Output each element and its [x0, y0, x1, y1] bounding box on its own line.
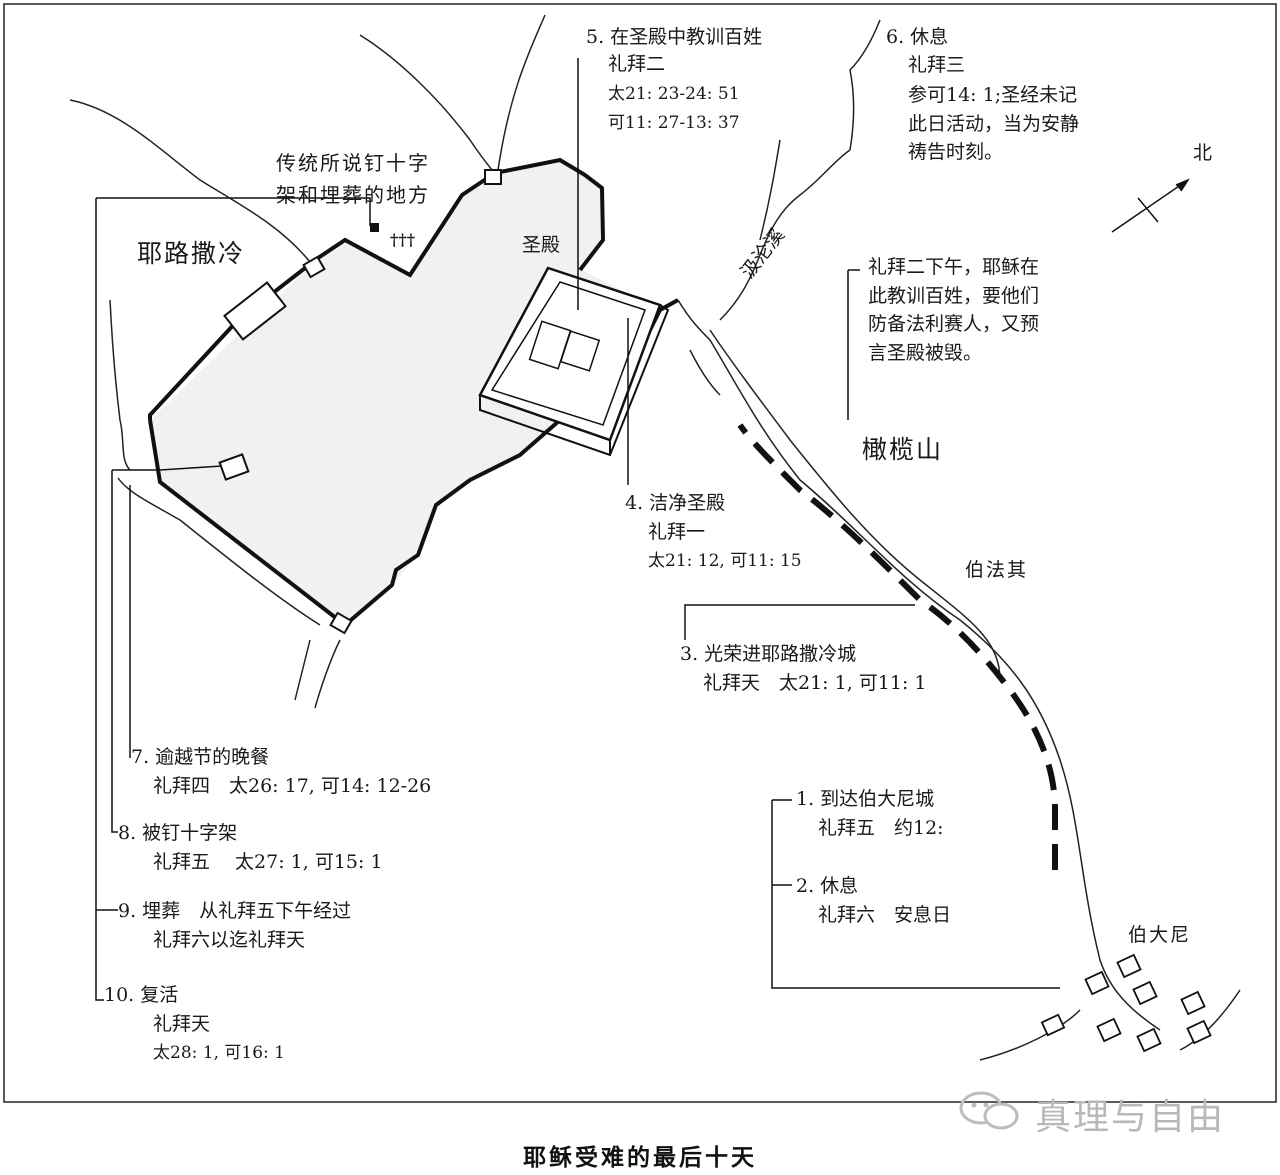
- south-gate: [329, 611, 353, 635]
- upper-room-building: [218, 453, 250, 481]
- label-temple: 圣殿: [522, 234, 561, 256]
- note10-ref: 太28: 1, 可16: 1: [153, 1043, 285, 1063]
- label-mount-of-olives: 橄榄山: [862, 435, 944, 464]
- note7-day-ref: 礼拜四 太26: 17, 可14: 12-26: [153, 775, 432, 797]
- note5-title: 5. 在圣殿中教训百姓: [586, 26, 763, 48]
- note6-title: 6. 休息: [886, 26, 949, 48]
- note9-title: 9. 埋葬 从礼拜五下午经过: [118, 900, 352, 922]
- note5-day: 礼拜二: [608, 53, 666, 75]
- note4-ref: 太21: 12, 可11: 15: [648, 551, 802, 571]
- city-area: [150, 160, 640, 625]
- note6-ref: 参可14: 1;圣经未记: [908, 84, 1078, 106]
- west-gate: [302, 255, 326, 279]
- note10-day: 礼拜天: [153, 1013, 211, 1035]
- note5-ref1: 太21: 23-24: 51: [608, 84, 740, 104]
- note7-title: 7. 逾越节的晚餐: [131, 746, 270, 768]
- valley-lines: [69, 14, 1241, 1061]
- note10-title: 10. 复活: [104, 984, 179, 1006]
- note2-day: 礼拜六 安息日: [818, 904, 952, 926]
- label-bethphage: 伯法其: [965, 559, 1029, 581]
- olives-note-line2: 此教训百姓，要他们: [868, 285, 1040, 307]
- temple-complex: [478, 58, 670, 485]
- bethany-houses: [1040, 953, 1212, 1053]
- compass-arrow: [1111, 178, 1190, 233]
- olives-note-line3: 防备法利赛人，又预: [868, 313, 1040, 335]
- watermark-text: 真理与自由: [1035, 1097, 1226, 1138]
- note4-day: 礼拜一: [648, 521, 706, 543]
- note1-day-ref: 礼拜五 约12:: [818, 817, 944, 839]
- golgotha-crosses-icon: †††: [390, 230, 416, 249]
- note3-title: 3. 光荣进耶路撒冷城: [680, 643, 857, 665]
- note8-title: 8. 被钉十字架: [118, 822, 238, 844]
- map-caption: 耶稣受难的最后十天: [523, 1144, 757, 1171]
- entry-route: [737, 423, 1058, 870]
- golgotha-marker: [370, 223, 379, 232]
- note8-day-ref: 礼拜五 太27: 1, 可15: 1: [153, 851, 383, 873]
- note6-day: 礼拜三: [908, 54, 966, 76]
- wechat-logo-icon: [959, 1091, 1019, 1130]
- compass-north-label: 北: [1193, 142, 1213, 164]
- label-golgotha-line2: 架和埋葬的地方: [276, 183, 430, 207]
- map-frame: [3, 3, 1277, 1103]
- leader-lines: [95, 197, 1060, 1001]
- note1-title: 1. 到达伯大尼城: [796, 788, 935, 810]
- note2-title: 2. 休息: [796, 875, 859, 897]
- olives-note-line1: 礼拜二下午，耶稣在: [868, 256, 1040, 278]
- note4-title: 4. 洁净圣殿: [625, 492, 726, 514]
- note3-day-ref: 礼拜天 太21: 1, 可11: 1: [703, 672, 927, 694]
- label-bethany: 伯大尼: [1128, 924, 1192, 946]
- label-golgotha-line1: 传统所说钉十字: [276, 151, 430, 175]
- note5-ref2: 可11: 27-13: 37: [608, 113, 740, 133]
- note6-text2: 祷告时刻。: [908, 141, 1004, 163]
- note6-text1: 此日活动，当为安静: [908, 113, 1080, 135]
- label-jerusalem: 耶路撒冷: [137, 239, 246, 268]
- citadel-building: [223, 281, 287, 341]
- olives-note-line4: 言圣殿被毁。: [868, 342, 983, 364]
- north-gate: [484, 169, 502, 185]
- note9-text: 礼拜六以迄礼拜天: [153, 929, 306, 951]
